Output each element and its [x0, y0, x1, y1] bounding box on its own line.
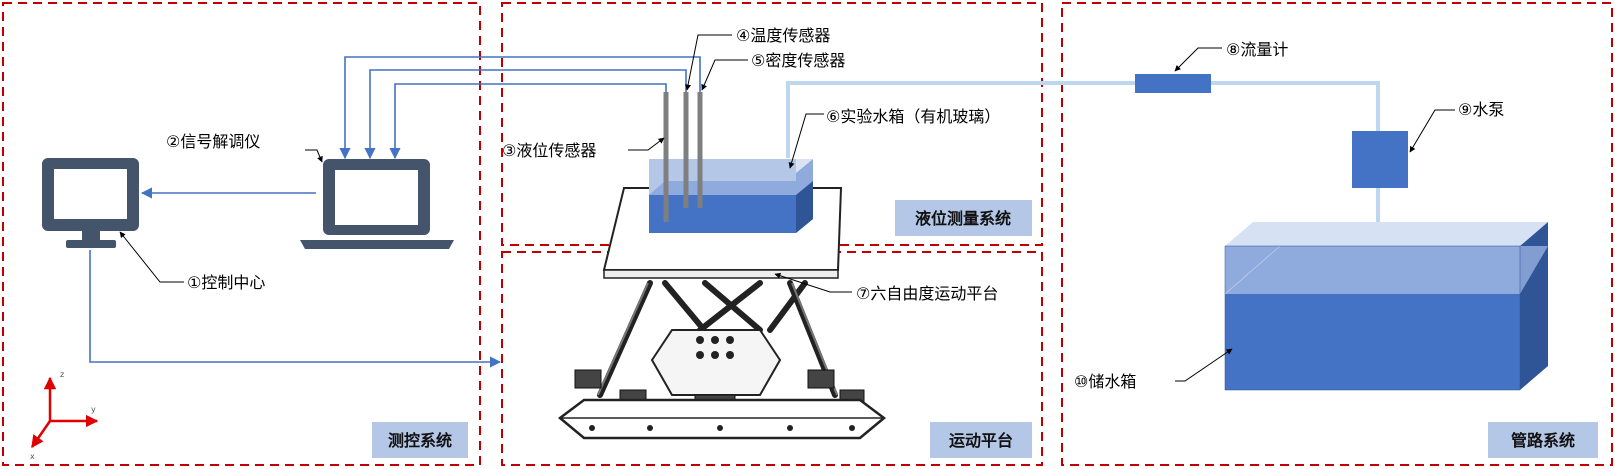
label-control-center: ①控制中心 [187, 273, 265, 292]
pipeline-border [1061, 2, 1613, 466]
label-flowmeter: ⑧流量计 [1226, 40, 1288, 59]
system-label-text: 测控系统 [388, 431, 452, 450]
label-water-pump: ⑨水泵 [1458, 100, 1504, 119]
system-label-pipeline: 管路系统 [1488, 422, 1598, 458]
measure-control-border [2, 2, 481, 466]
system-label-text: 液位测量系统 [915, 209, 1011, 228]
sensor-rods [663, 92, 703, 222]
label-storage-tank: ⑩储水箱 [1074, 372, 1136, 391]
axis-y-label: y [91, 405, 96, 414]
axis-z-label: z [60, 370, 64, 379]
system-label-measure-control: 测控系统 [372, 422, 468, 458]
system-label-motion-platform: 运动平台 [930, 422, 1032, 458]
callout-leaders [119, 34, 1455, 382]
label-density-sensor: ⑤密度传感器 [751, 51, 845, 70]
label-temperature-sensor: ④温度传感器 [736, 26, 830, 45]
coordinate-axes [30, 376, 99, 449]
label-level-sensor: ③液位传感器 [502, 141, 596, 160]
label-six-dof-platform: ⑦六自由度运动平台 [856, 284, 998, 303]
label-signal-demodulator: ②信号解调仪 [166, 132, 260, 151]
monitor-icon [42, 158, 139, 248]
pump-icon [1352, 131, 1408, 188]
label-experimental-tank: ⑥实验水箱（有机玻璃） [826, 107, 1000, 126]
system-label-liquid-measure: 液位测量系统 [895, 200, 1032, 236]
storage-tank-icon [1224, 222, 1548, 391]
water-tank-icon [649, 159, 813, 233]
system-label-text: 运动平台 [949, 431, 1013, 450]
signal-lines [89, 56, 701, 368]
axis-x-label: x [30, 452, 35, 461]
flowmeter-icon [1135, 74, 1211, 93]
laptop-icon [300, 159, 454, 249]
system-label-text: 管路系统 [1511, 431, 1575, 450]
